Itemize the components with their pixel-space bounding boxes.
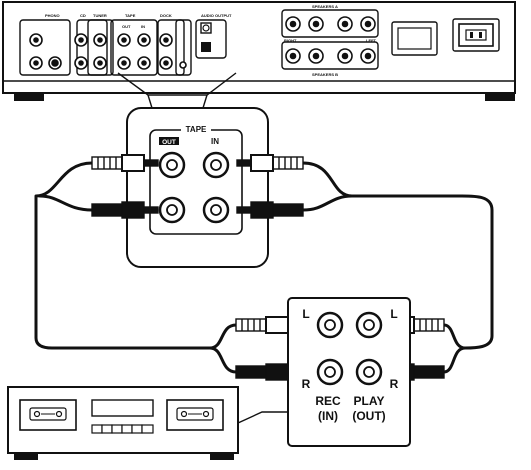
panel-label-phono: PHONO (45, 13, 60, 18)
cable-deck-play-to-amp-in-right (301, 194, 354, 212)
plug-callout-in-white (236, 154, 304, 172)
panel-speaker-right-label: RIGHT (284, 38, 297, 43)
panel-tape-in-label: IN (141, 24, 145, 29)
deck-callout-leader (237, 411, 288, 424)
tape-jacks-callout: TAPE OUT IN (126, 107, 269, 268)
deck-display (91, 399, 154, 417)
panel-label-tape: TAPE (125, 13, 136, 18)
deck-jack-panel: L L R R REC (IN) PLAY (OUT) (287, 297, 411, 447)
panel-label-cd: CD (80, 13, 86, 18)
cable-deck-play-to-amp-in-left (301, 161, 494, 350)
callout-out-badge (159, 137, 179, 145)
callout-out-label: OUT (162, 139, 176, 146)
plug-callout-in-red (236, 201, 304, 219)
rca-plugs (91, 154, 445, 381)
panel-speaker-left-label: LEFT (366, 38, 377, 43)
panel-label-audio-output: AUDIO OUTPUT (201, 13, 232, 18)
deck-rec-sublabel: (IN) (318, 409, 338, 423)
callout-leader (117, 72, 237, 109)
deck-play-label: PLAY (354, 394, 385, 408)
plug-deck-rec-red (235, 363, 303, 381)
deck-foot-right (210, 453, 234, 460)
plug-callout-out-white (91, 154, 159, 172)
panel-label-tuner: TUNER (93, 13, 107, 18)
panel-tape-out-label: OUT (122, 24, 131, 29)
amplifier-rear-panel: PHONO CD TUNER TAPE DOCK AUDIO OUTPUT SP… (2, 1, 516, 101)
deck-left-label-rec-side: L (302, 307, 309, 321)
cables (34, 161, 494, 374)
deck-play-sublabel: (OUT) (352, 409, 385, 423)
deck-rec-label: REC (315, 394, 341, 408)
vent-grille (397, 27, 432, 50)
amplifier-foot-right (485, 93, 515, 101)
deck-foot-left (14, 453, 38, 460)
plug-callout-out-red (91, 201, 159, 219)
amplifier-foot-left (14, 93, 44, 101)
deck-transport-buttons (91, 424, 154, 434)
panel-label-dock: DOCK (160, 13, 172, 18)
deck-jack-panel-frame (287, 297, 411, 447)
panel-label-speakers-b: SPEAKERS B (312, 72, 338, 77)
cassette-deck (7, 386, 239, 460)
deck-right-label-rec-side: R (302, 377, 311, 391)
deck-left-label-play-side: L (390, 307, 397, 321)
deck-right-label-play-side: R (390, 377, 399, 391)
panel-label-speakers-a: SPEAKERS A (312, 4, 338, 9)
callout-tape-title: TAPE (186, 125, 207, 134)
cable-amp-out-to-deck-rec-left (34, 161, 238, 350)
callout-in-label: IN (211, 137, 219, 146)
cable-amp-out-to-deck-rec-right (38, 194, 94, 212)
